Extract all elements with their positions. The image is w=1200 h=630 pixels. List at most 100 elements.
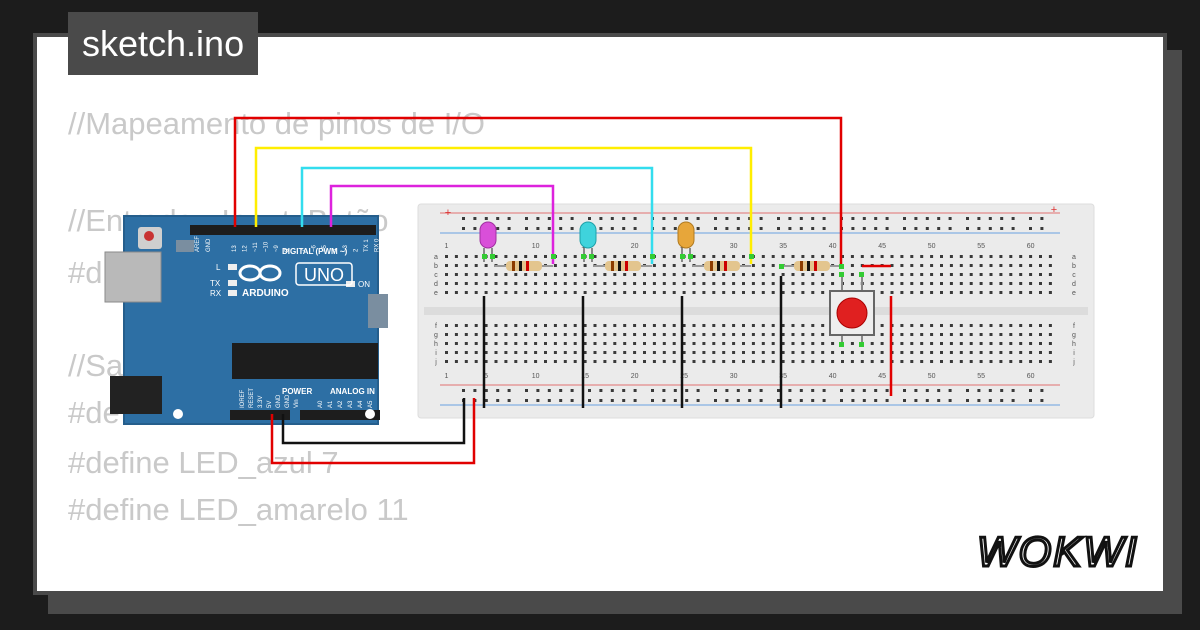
breadboard-hole [742, 324, 745, 327]
breadboard-hole [712, 255, 716, 258]
breadboard-hole [801, 324, 805, 327]
breadboard-hole [732, 291, 736, 294]
breadboard-hole [761, 351, 765, 354]
breadboard-hole [464, 282, 468, 285]
breadboard-hole [979, 333, 983, 336]
breadboard-hole [696, 227, 700, 230]
breadboard-hole [748, 399, 752, 402]
breadboard-hole [603, 333, 607, 336]
breadboard-hole [445, 291, 448, 294]
breadboard-hole [524, 333, 528, 336]
breadboard-hole [1048, 291, 1052, 294]
breadboard-hole [712, 351, 716, 354]
breadboard-hole [821, 333, 825, 336]
breadboard-hole [940, 255, 943, 258]
breadboard-hole [748, 389, 752, 392]
breadboard-hole [959, 360, 963, 363]
breadboard-hole [583, 291, 587, 294]
breadboard-hole [1000, 227, 1004, 230]
breadboard-hole [1029, 360, 1033, 363]
breadboard-hole [593, 342, 597, 345]
breadboard-hole [732, 360, 736, 363]
breadboard-hole [496, 399, 500, 402]
breadboard-hole [959, 255, 963, 258]
breadboard-hole [633, 351, 637, 354]
breadboard-hole [870, 273, 874, 276]
breadboard-hole [613, 255, 617, 258]
breadboard-hole [623, 351, 627, 354]
column-label: 25 [680, 373, 688, 380]
breadboard-hole [507, 227, 511, 230]
breadboard-hole [1009, 282, 1013, 285]
breadboard-hole [1048, 333, 1052, 336]
breadboard-hole [702, 342, 706, 345]
breadboard-hole [682, 264, 686, 267]
breadboard-hole [736, 389, 740, 392]
breadboard-hole [831, 255, 835, 258]
breadboard-hole [573, 351, 577, 354]
breadboard-hole [751, 291, 755, 294]
breadboard-hole [761, 282, 765, 285]
breadboard-hole [696, 399, 700, 402]
breadboard-hole [761, 342, 765, 345]
breadboard-hole [959, 351, 963, 354]
breadboard-hole [563, 255, 567, 258]
breadboard-hole [725, 227, 729, 230]
breadboard-hole [445, 360, 448, 363]
resistor [783, 261, 841, 271]
breadboard-hole [959, 264, 963, 267]
gnd-label: GND [206, 238, 212, 252]
breadboard-hole [692, 333, 696, 336]
breadboard-hole [1040, 227, 1044, 230]
breadboard-hole [633, 255, 637, 258]
breadboard-hole [903, 389, 906, 392]
led-amber [677, 221, 695, 262]
breadboard-hole [714, 389, 717, 392]
breadboard-hole [1039, 342, 1042, 345]
power-pin-labels: IOREF RESET 3.3V 5V GND GND Vin [240, 388, 300, 408]
breadboard-hole [821, 273, 825, 276]
breadboard-hole [573, 273, 577, 276]
breadboard-hole [662, 264, 666, 267]
breadboard-hole [494, 282, 498, 285]
breadboard-hole [910, 342, 914, 345]
breadboard-hole [781, 291, 785, 294]
column-label: 15 [581, 373, 589, 380]
breadboard-hole [799, 389, 803, 392]
breadboard-hole [484, 389, 488, 392]
breadboard-hole [623, 291, 627, 294]
breadboard-hole [685, 389, 689, 392]
breadboard-hole [900, 291, 904, 294]
breadboard-hole [559, 389, 563, 392]
breadboard-hole [662, 389, 666, 392]
breadboard-hole [603, 324, 607, 327]
breadboard-hole [885, 399, 889, 402]
breadboard-hole [761, 255, 765, 258]
breadboard-hole [914, 217, 918, 220]
breadboard-hole [588, 217, 591, 220]
breadboard-hole [454, 291, 458, 294]
breadboard-hole [771, 333, 775, 336]
breadboard-hole [841, 360, 844, 363]
breadboard-hole [966, 227, 969, 230]
wokwi-logo-text: WOKWI [977, 528, 1139, 575]
breadboard-hole [850, 264, 854, 267]
breadboard-hole [791, 291, 795, 294]
breadboard-hole [682, 342, 686, 345]
breadboard-hole [610, 227, 614, 230]
breadboard-hole [930, 273, 934, 276]
breadboard-hole [799, 227, 803, 230]
breadboard-hole [989, 333, 993, 336]
breadboard-hole [742, 273, 745, 276]
breadboard-hole [524, 291, 528, 294]
breadboard-hole [484, 273, 488, 276]
breadboard-hole [949, 264, 953, 267]
breadboard-hole [662, 324, 666, 327]
breadboard-hole [1009, 273, 1013, 276]
breadboard-hole [890, 273, 894, 276]
breadboard-hole [563, 360, 567, 363]
breadboard-hole [1029, 217, 1032, 220]
breadboard-hole [445, 342, 448, 345]
analog-pin-label: A5 [368, 400, 374, 408]
breadboard-hole [969, 291, 973, 294]
